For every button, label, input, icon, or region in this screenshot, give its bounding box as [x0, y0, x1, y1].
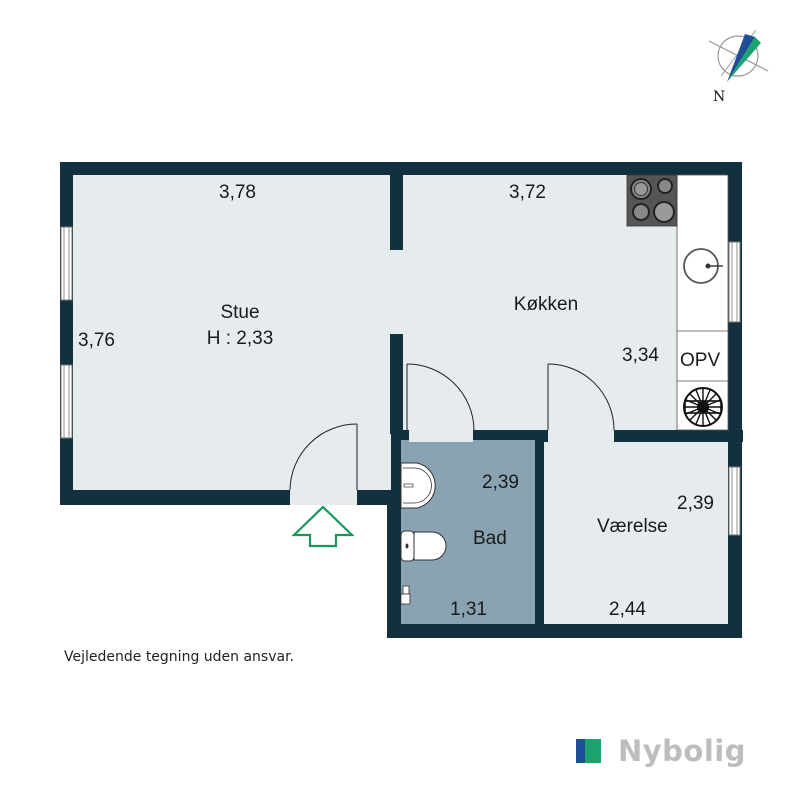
vaerelse-door [547, 363, 615, 431]
bad-depth: 2,39 [482, 472, 519, 493]
window-kokken [728, 241, 741, 323]
window-stue-upper [60, 226, 73, 301]
entrance-door-opening [290, 488, 357, 505]
kokken-width: 3,72 [509, 182, 546, 203]
bad-door-opening [409, 428, 473, 442]
compass-north-label: N [713, 89, 725, 105]
bad-name: Bad [473, 528, 507, 549]
vaerelse-name: Værelse [597, 516, 668, 537]
disclaimer-text: Vejledende tegning uden ansvar. [64, 649, 295, 665]
entrance-arrow-icon [291, 505, 355, 548]
stue-floor [73, 175, 391, 490]
toilet-icon [400, 530, 447, 562]
bad-width: 1,31 [450, 599, 487, 620]
kokken-name: Køkken [514, 294, 578, 315]
compass-icon: N [708, 29, 769, 105]
vaerelse-floor [544, 442, 728, 624]
windows [60, 226, 741, 536]
bathroom-fixtures [400, 462, 447, 605]
kitchen-fixtures: OPV [626, 174, 729, 431]
compass-needle-green [727, 37, 761, 82]
ventilation-icon [683, 387, 723, 427]
stue-height: H : 2,33 [207, 328, 274, 349]
nybolig-logo: Nybolig [576, 734, 746, 768]
labels: 3,78 3,76 Stue H : 2,33 3,72 Køkken 3,34… [78, 182, 714, 620]
entrance-door [289, 423, 358, 491]
window-vaerelse [728, 466, 741, 536]
stue-name: Stue [220, 302, 259, 323]
compass-needle-blue [727, 34, 755, 82]
stue-depth: 3,76 [78, 330, 115, 351]
window-stue-lower [60, 364, 73, 439]
dishwasher-label: OPV [680, 350, 720, 371]
vaerelse-width: 2,44 [609, 599, 646, 620]
kitchen-sink-icon [683, 248, 723, 284]
bad-door [406, 363, 475, 431]
walls [60, 162, 743, 645]
kokken-depth: 3,34 [622, 345, 659, 366]
logo-mark-icon [576, 739, 601, 763]
washbasin-icon [400, 462, 436, 509]
vaerelse-door-opening [548, 428, 614, 444]
logo-text: Nybolig [618, 734, 746, 768]
doors [289, 363, 615, 491]
stue-kokken-opening [388, 250, 406, 334]
stue-width: 3,78 [219, 182, 256, 203]
shower-faucet-icon [400, 585, 411, 605]
vaerelse-depth: 2,39 [677, 493, 714, 514]
